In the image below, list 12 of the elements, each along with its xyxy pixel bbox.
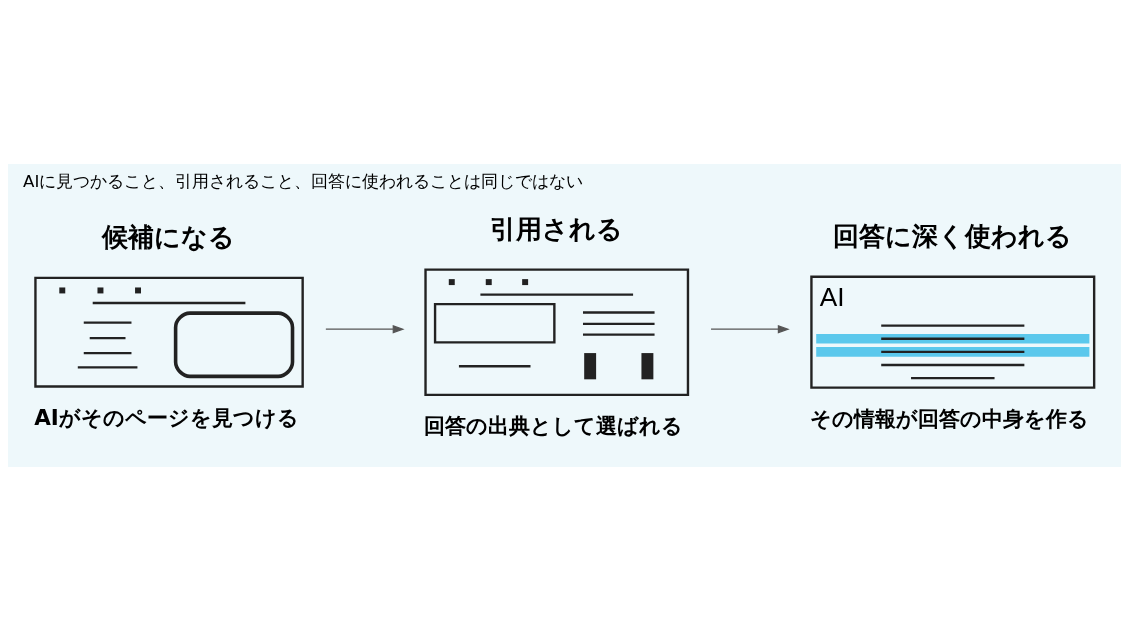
node-label: AIがそのページを見つける xyxy=(34,404,299,430)
node-label: 引用される xyxy=(489,213,623,244)
arrow xyxy=(325,324,405,333)
node-label: その情報が回答の中身を作る xyxy=(810,405,1090,431)
node-label: 回答に深く使われる xyxy=(833,220,1073,251)
node-label: 回答の出典として選ばれる xyxy=(424,412,684,438)
node-box xyxy=(424,267,690,396)
diagram-title: AIに見つかること、引用されること、回答に使われることは同じではない xyxy=(23,170,584,191)
node-box xyxy=(34,276,304,388)
arrow xyxy=(710,324,790,333)
node-label: 候補になる xyxy=(102,221,236,252)
node-box: AI xyxy=(810,275,1096,389)
